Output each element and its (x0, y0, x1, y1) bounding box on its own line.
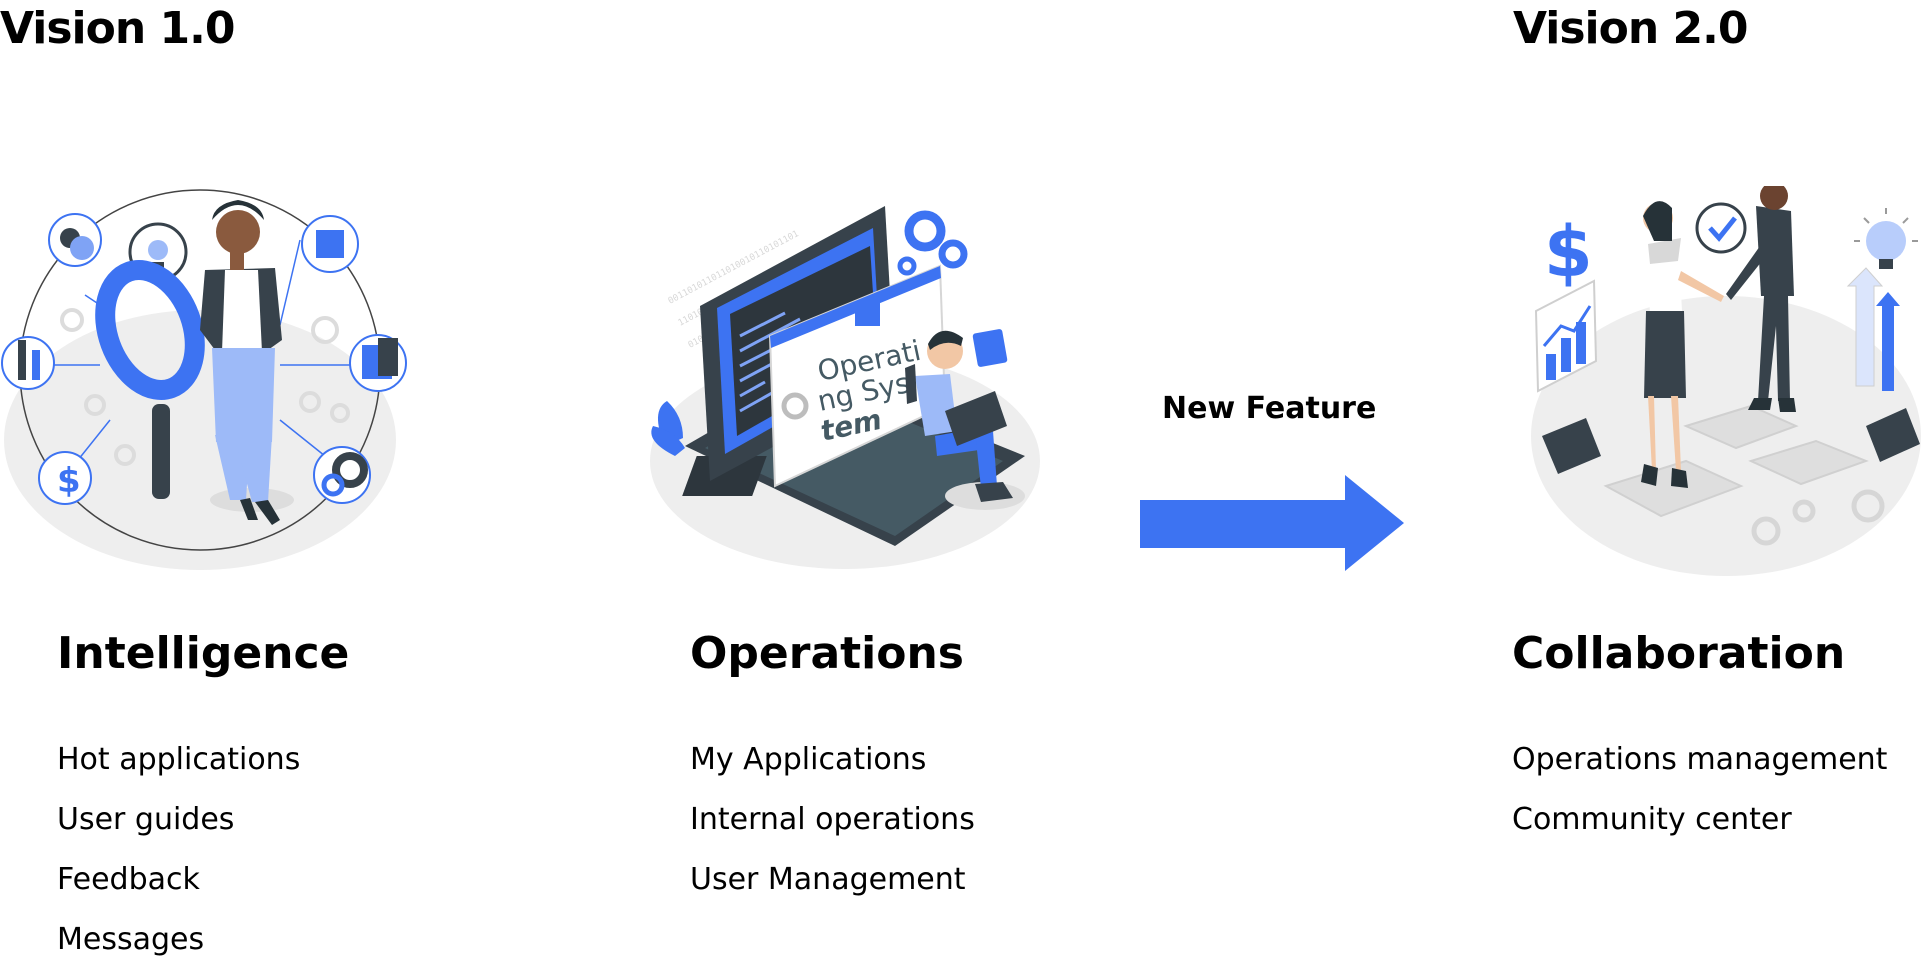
list-item: User guides (57, 802, 235, 837)
list-item: My Applications (690, 742, 927, 777)
collaboration-title: Collaboration (1512, 628, 1846, 679)
list-item: Messages (57, 922, 205, 957)
operations-title: Operations (690, 628, 964, 679)
list-item: User Management (690, 862, 966, 897)
svg-text:$: $ (1544, 211, 1593, 293)
list-item: Internal operations (690, 802, 975, 837)
list-item: Feedback (57, 862, 200, 897)
svg-text:$: $ (57, 461, 81, 501)
intelligence-illustration: $ (1, 189, 407, 570)
collaboration-item-list: Operations management Community center (1512, 730, 1887, 850)
right-arrow-icon (1140, 475, 1404, 571)
operations-illustration: 001101011011010010110101101 110100101101… (650, 206, 1040, 569)
vision-2-title: Vision 2.0 (1513, 3, 1748, 54)
new-feature-label: New Feature (1162, 391, 1377, 426)
list-item: Hot applications (57, 742, 301, 777)
intelligence-title: Intelligence (57, 628, 350, 679)
collaboration-illustration: $ (1531, 186, 1921, 576)
operations-item-list: My Applications Internal operations User… (690, 730, 975, 910)
vision-1-title: Vision 1.0 (0, 3, 235, 54)
list-item: Community center (1512, 802, 1792, 837)
intelligence-item-list: Hot applications User guides Feedback Me… (57, 730, 300, 970)
list-item: Operations management (1512, 742, 1888, 777)
